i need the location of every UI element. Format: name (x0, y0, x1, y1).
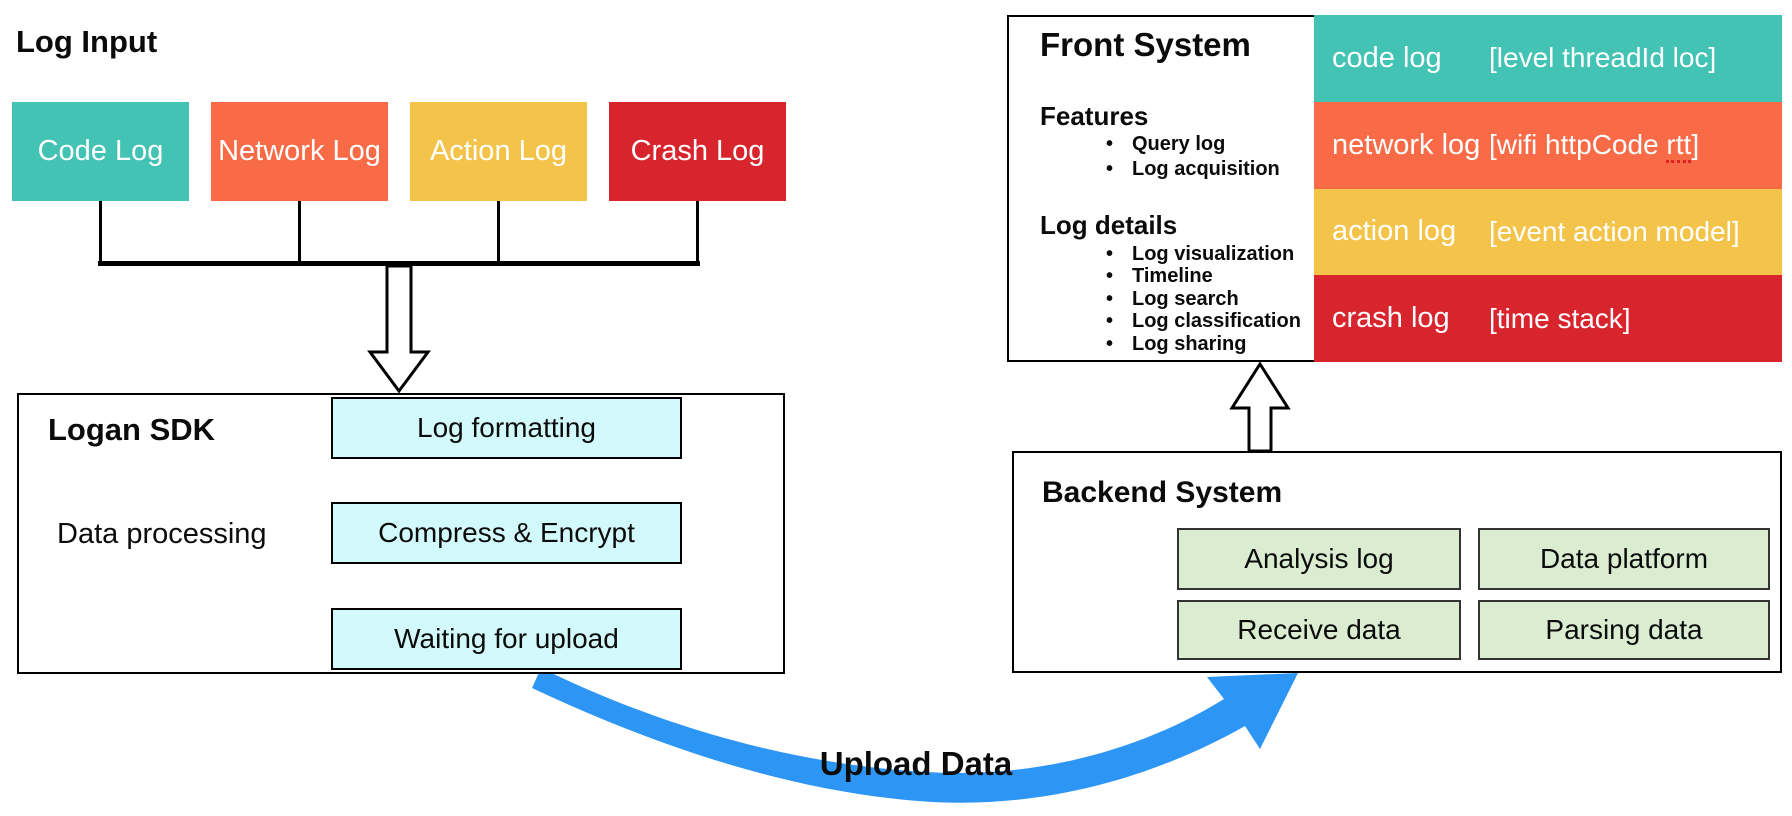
row-attrs: [wifi httpCode rtt] (1489, 129, 1700, 164)
backend-box-label: Parsing data (1545, 614, 1703, 645)
input-box-label: Network Log (218, 135, 381, 167)
row-label: code log (1332, 41, 1442, 74)
backend-box-label: Receive data (1237, 614, 1401, 645)
log-detail-item: Log search (1098, 288, 1301, 311)
upload-data-label: Upload Data (819, 745, 1013, 782)
row-label: network log (1332, 128, 1481, 161)
flow-up-arrow (1229, 361, 1291, 453)
log-detail-item: Timeline (1098, 265, 1301, 288)
step-compress-encrypt: Compress & Encrypt (331, 502, 682, 564)
backend-system-title: Backend System (1042, 476, 1283, 509)
step-label: Compress & Encrypt (378, 517, 635, 548)
row-code-log: code log [level threadId loc] (1314, 15, 1782, 102)
step-log-formatting: Log formatting (331, 397, 682, 459)
log-details-heading: Log details (1040, 210, 1178, 240)
input-box-crash-log: Crash Log (609, 102, 786, 201)
feature-item: Log acquisition (1098, 157, 1280, 182)
row-attrs: [time stack] (1489, 302, 1631, 334)
row-crash-log: crash log [time stack] (1314, 275, 1782, 362)
row-label: crash log (1332, 302, 1450, 335)
row-attrs-misspelled: rtt (1666, 129, 1692, 164)
row-action-log: action log [event action model] (1314, 188, 1782, 276)
row-label: action log (1332, 215, 1457, 248)
row-attrs: [level threadId loc] (1489, 42, 1717, 74)
input-box-network-log: Network Log (211, 102, 388, 201)
input-merge-lines (98, 201, 700, 266)
row-network-log: network log [wifi httpCode rtt] (1314, 101, 1782, 189)
logan-sdk-title: Logan SDK (48, 412, 216, 447)
feature-item: Query log (1098, 132, 1280, 157)
front-log-rows: code log [level threadId loc] network lo… (1314, 15, 1782, 362)
log-detail-item: Log sharing (1098, 333, 1301, 356)
step-label: Waiting for upload (394, 623, 619, 654)
input-box-label: Code Log (37, 135, 164, 167)
backend-box-data-platform: Data platform (1478, 528, 1770, 590)
input-box-code-log: Code Log (12, 102, 189, 201)
log-detail-item: Log classification (1098, 310, 1301, 333)
features-list: Query log Log acquisition (1098, 132, 1280, 182)
front-system-title: Front System (1040, 26, 1251, 63)
row-attrs-pre: [wifi httpCode (1489, 129, 1667, 161)
input-box-action-log: Action Log (410, 102, 587, 201)
backend-box-parsing-data: Parsing data (1478, 600, 1770, 660)
features-heading: Features (1040, 101, 1149, 131)
backend-box-analysis-log: Analysis log (1177, 528, 1461, 590)
input-box-label: Crash Log (630, 135, 765, 167)
log-input-title: Log Input (16, 24, 158, 59)
step-label: Log formatting (417, 412, 596, 443)
step-waiting-upload: Waiting for upload (331, 608, 682, 670)
log-detail-item: Log visualization (1098, 243, 1301, 266)
input-box-label: Action Log (429, 135, 568, 167)
backend-box-label: Data platform (1539, 543, 1709, 574)
data-processing-label: Data processing (57, 518, 267, 550)
log-details-list: Log visualization Timeline Log search Lo… (1098, 243, 1301, 355)
flow-down-arrow (367, 264, 431, 394)
row-attrs: [event action model] (1489, 215, 1740, 247)
backend-box-receive-data: Receive data (1177, 600, 1461, 660)
backend-box-label: Analysis log (1244, 543, 1394, 574)
row-attrs-post: ] (1691, 129, 1700, 161)
